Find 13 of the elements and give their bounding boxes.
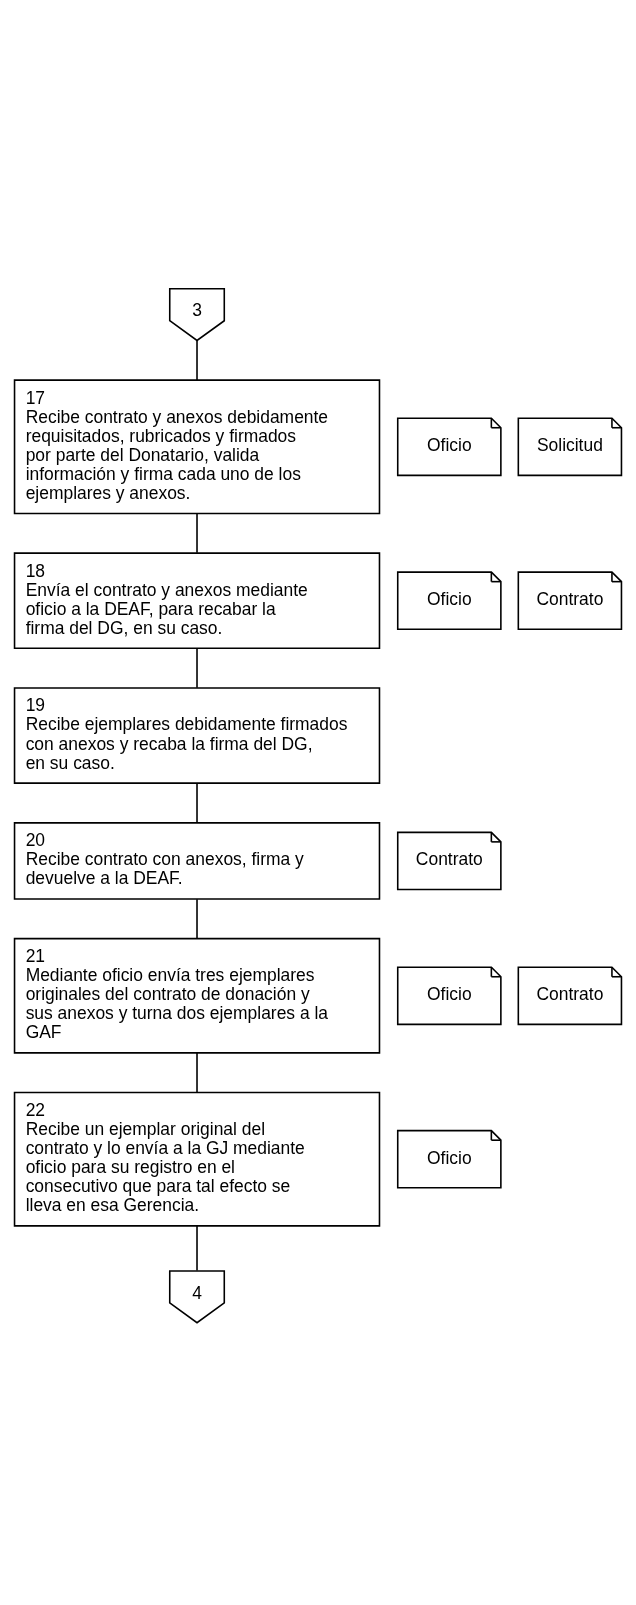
- connector: [196, 512, 198, 554]
- node-box: 17 Recibe contrato y anexos debidamente requisitados, rubricados y firmados por parte del Donatario, valida información y firma cada uno de los ejemplares y anexos.: [13, 378, 381, 514]
- connector: [196, 1224, 198, 1271]
- node-box: 20 Recibe contrato con anexos, firma y devuelve a la DEAF.: [13, 821, 381, 900]
- node-box: 19 Recibe ejemplares debidamente firmados con anexos y recaba la firma del DG, en su caso.: [13, 686, 381, 784]
- node-box: 22 Recibe un ejemplar original del contrato y lo envía a la GJ mediante oficio para su registro en el consecutivo que para tal efecto se lleva en esa Gerencia.: [13, 1091, 381, 1227]
- connector: [196, 1051, 198, 1093]
- node-box: 21 Mediante oficio envía tres ejemplares originales del contrato de donación y sus anexos y turna dos ejemplares a la GAF: [13, 937, 381, 1054]
- connector: [196, 897, 198, 939]
- connector: [196, 782, 198, 823]
- connector: [196, 339, 198, 381]
- node-box: 18 Envía el contrato y anexos mediante oficio a la DEAF, para recabar la firma del DG, en su caso.: [13, 551, 381, 649]
- connector: [196, 647, 198, 688]
